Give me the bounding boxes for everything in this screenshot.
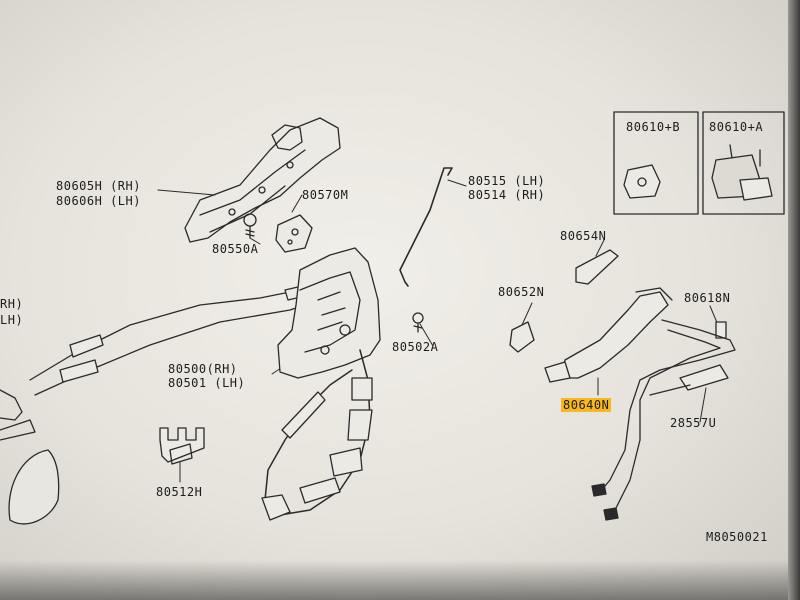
- callout-80550a: 80550A: [212, 242, 259, 256]
- callout-80515: 80515 (LH): [468, 174, 546, 188]
- callout-80618n: 80618N: [684, 291, 731, 305]
- wiring-28557u: [591, 319, 736, 521]
- lock-rod-80514: [399, 167, 453, 287]
- callout-80640n: 80640N: [561, 398, 612, 412]
- callout-80605h: 80605H (RH): [56, 179, 141, 193]
- callout-edge-lh: LH): [0, 313, 24, 327]
- callout-80654n: 80654N: [560, 229, 607, 243]
- callout-edge-rh: RH): [0, 297, 24, 311]
- part-80652n: [509, 321, 535, 353]
- callout-80610b: 80610+B: [626, 120, 681, 134]
- callout-80570m: 80570M: [302, 188, 349, 202]
- screw-80502a: [412, 312, 424, 333]
- screw-80550a: [243, 213, 257, 239]
- monitor-bezel: [788, 0, 800, 600]
- callout-80512h: 80512H: [156, 485, 203, 499]
- box-80610b: [613, 111, 699, 215]
- callout-80610a: 80610+A: [709, 120, 764, 134]
- diagram-id: M8050021: [706, 530, 768, 544]
- part-80570m-plate: [275, 214, 313, 253]
- callout-80502a: 80502A: [392, 340, 439, 354]
- handle-80640n: [544, 287, 673, 383]
- callout-80606h: 80606H (LH): [56, 194, 141, 208]
- box-80610a: [702, 111, 785, 215]
- lock-harness: [261, 349, 373, 521]
- gasket-80654n: [575, 249, 619, 285]
- callout-28557u: 28557U: [670, 416, 717, 430]
- door-lock-actuator-80500: [277, 247, 381, 379]
- callout-80500: 80500(RH): [168, 362, 238, 376]
- callout-80514: 80514 (RH): [468, 188, 546, 202]
- callout-80501: 80501 (LH): [168, 376, 246, 390]
- left-edge-parts: [0, 389, 60, 525]
- clip-80512h: [159, 427, 205, 465]
- screen-shadow: [0, 560, 800, 600]
- outside-handle-bracket: [184, 117, 341, 243]
- callout-80652n: 80652N: [498, 285, 545, 299]
